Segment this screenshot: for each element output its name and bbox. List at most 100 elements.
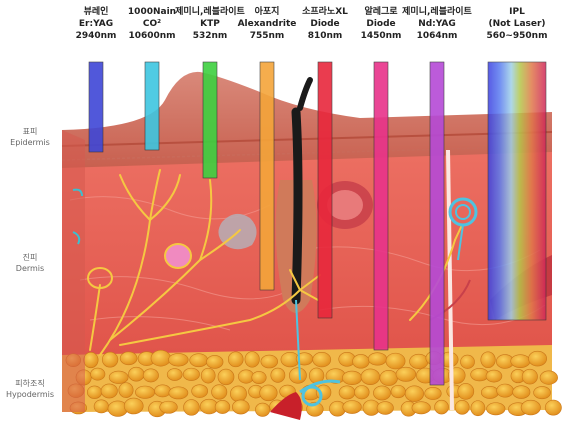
fat-cell xyxy=(521,400,540,415)
layer-ko: 피하조직 xyxy=(4,378,56,389)
laser-type: (Not Laser) xyxy=(478,18,556,30)
fat-cell xyxy=(183,368,199,380)
fat-cell xyxy=(201,368,215,383)
fat-cell xyxy=(410,354,428,369)
fat-cell xyxy=(380,370,398,385)
laser-name: 제미니,레블라이트 xyxy=(398,6,476,18)
fat-cell xyxy=(481,386,498,398)
layer-en: Epidermis xyxy=(4,137,56,148)
fat-cell xyxy=(405,386,424,402)
fat-cell xyxy=(513,386,530,399)
fat-cell xyxy=(373,386,390,400)
fat-cell xyxy=(458,383,474,399)
layer-label-epidermis: 표피 Epidermis xyxy=(4,126,56,148)
fat-cell xyxy=(101,384,117,398)
laser-wavelength: 560~950nm xyxy=(478,30,556,42)
fat-cell xyxy=(396,367,416,381)
laser-name: IPL xyxy=(478,6,556,18)
fat-cell xyxy=(94,400,109,413)
layer-ko: 표피 xyxy=(4,126,56,137)
fat-cell xyxy=(377,402,394,415)
fat-cell xyxy=(135,386,154,398)
fat-cell xyxy=(522,369,537,384)
fat-cell xyxy=(540,371,558,385)
fat-cell xyxy=(455,400,469,414)
fat-cell xyxy=(124,398,143,414)
laser-beam xyxy=(203,62,217,178)
fat-cell xyxy=(84,352,98,368)
fat-cell xyxy=(343,400,362,413)
front-face xyxy=(62,130,85,412)
fat-cell xyxy=(255,403,270,416)
fat-cell xyxy=(245,352,259,368)
fat-cell xyxy=(435,400,449,414)
gland-inner xyxy=(327,190,363,220)
fat-cell xyxy=(109,371,128,384)
fat-cell xyxy=(87,386,102,399)
fat-cell xyxy=(497,384,514,397)
laser-beam xyxy=(430,62,444,385)
fat-cell xyxy=(289,368,306,384)
fat-cell xyxy=(212,385,227,400)
fat-cell xyxy=(120,352,137,365)
fat-cell xyxy=(169,387,188,399)
fat-cell xyxy=(313,352,331,367)
fat-cell xyxy=(232,400,249,414)
fat-cell xyxy=(151,350,171,366)
fat-cell xyxy=(228,352,243,367)
fat-cell xyxy=(412,402,431,414)
fat-cell xyxy=(271,368,285,382)
hair-tip xyxy=(300,80,310,108)
fat-cell xyxy=(261,355,278,368)
fat-cell xyxy=(90,368,104,380)
fat-cell xyxy=(528,351,546,366)
laser-label: IPL(Not Laser)560~950nm xyxy=(478,6,556,42)
fat-cell xyxy=(460,355,474,368)
layer-ko: 진피 xyxy=(4,252,56,263)
fat-cell xyxy=(190,354,208,367)
fat-cell xyxy=(119,383,133,398)
laser-beam xyxy=(89,62,103,152)
layer-en: Dermis xyxy=(4,263,56,274)
fat-cell xyxy=(160,401,178,413)
laser-beam xyxy=(488,62,546,320)
fat-cell xyxy=(487,403,506,415)
fat-cell xyxy=(184,400,200,416)
laser-wavelength: 1064nm xyxy=(398,30,476,42)
fat-cell xyxy=(206,355,223,368)
fat-cell xyxy=(534,386,551,398)
fat-cell xyxy=(192,385,208,398)
layer-label-dermis: 진피 Dermis xyxy=(4,252,56,274)
laser-beam xyxy=(145,62,159,150)
fat-cell xyxy=(481,352,496,368)
fat-cell xyxy=(215,400,230,413)
fat-cell xyxy=(252,371,266,383)
fat-cell xyxy=(339,386,355,399)
fat-cell xyxy=(391,385,406,398)
fat-cell xyxy=(425,387,442,399)
fat-cell xyxy=(342,371,361,385)
laser-beam xyxy=(374,62,388,350)
fat-cell xyxy=(353,354,370,368)
fat-cell xyxy=(386,353,405,369)
layer-en: Hypodermis xyxy=(4,389,56,400)
nerve-ending-pink xyxy=(165,244,191,268)
fat-cell xyxy=(143,369,158,382)
fat-cell xyxy=(361,369,380,385)
fat-cell xyxy=(354,385,369,399)
fat-cell xyxy=(316,385,331,400)
fat-cell xyxy=(154,385,170,397)
hair-shaft xyxy=(296,112,298,300)
fat-cell xyxy=(471,401,485,416)
fat-cell xyxy=(168,353,188,366)
fat-cell xyxy=(167,369,182,381)
laser-beam xyxy=(260,62,274,290)
fat-cell xyxy=(511,355,530,368)
layer-label-hypodermis: 피하조직 Hypodermis xyxy=(4,378,56,400)
laser-type: Nd:YAG xyxy=(398,18,476,30)
fat-cell xyxy=(260,385,278,401)
fat-cell xyxy=(368,353,386,366)
